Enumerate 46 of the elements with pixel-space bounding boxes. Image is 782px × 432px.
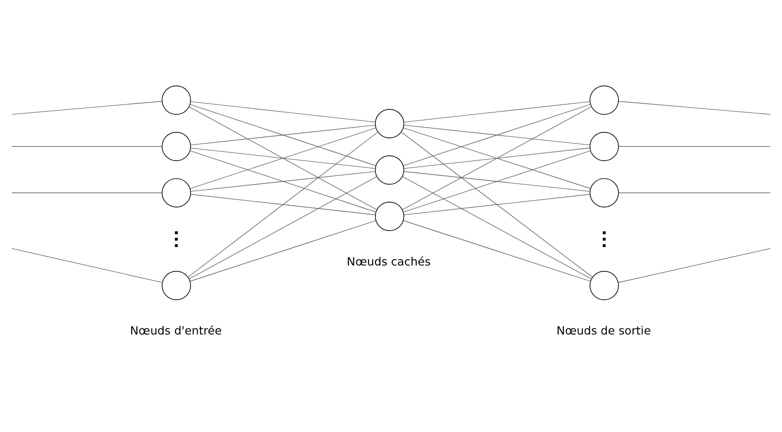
connector <box>11 146 162 147</box>
connector <box>190 150 376 212</box>
node-circle <box>162 270 191 300</box>
connector <box>404 194 590 216</box>
connector <box>11 101 162 115</box>
label: Nœuds de sortie <box>556 324 651 338</box>
connector <box>190 128 376 189</box>
connector <box>404 101 590 122</box>
node-circle <box>374 202 404 231</box>
connector <box>618 101 771 115</box>
connector <box>190 148 376 169</box>
connector <box>11 248 163 283</box>
connector <box>403 220 591 282</box>
connector <box>190 104 376 166</box>
label: Nœuds cachés <box>346 254 431 268</box>
connector <box>403 150 591 212</box>
node-circle <box>590 132 619 162</box>
node-circle <box>590 270 619 300</box>
connector <box>190 171 376 192</box>
node-circle <box>162 132 191 162</box>
connector <box>404 171 590 192</box>
connector <box>403 104 591 166</box>
node-circle <box>162 86 191 115</box>
connector <box>402 106 592 210</box>
connector <box>188 106 378 210</box>
node-circle <box>374 155 404 185</box>
connector <box>190 124 376 146</box>
connector <box>11 192 162 194</box>
node-circle <box>162 178 191 208</box>
connector <box>618 146 771 147</box>
connector <box>190 101 376 122</box>
node-circle <box>590 178 619 208</box>
connector <box>190 220 376 282</box>
connector <box>188 132 378 278</box>
connector <box>190 194 376 216</box>
connector <box>188 176 378 280</box>
node-circle <box>590 86 619 115</box>
connector <box>404 148 590 169</box>
label: Nœuds d'entrée <box>130 324 222 338</box>
connector <box>618 192 771 194</box>
node-circle <box>374 109 404 138</box>
connector <box>401 132 593 278</box>
connector <box>403 128 591 189</box>
connector <box>402 176 592 280</box>
connector <box>404 124 590 146</box>
connector <box>618 248 771 283</box>
